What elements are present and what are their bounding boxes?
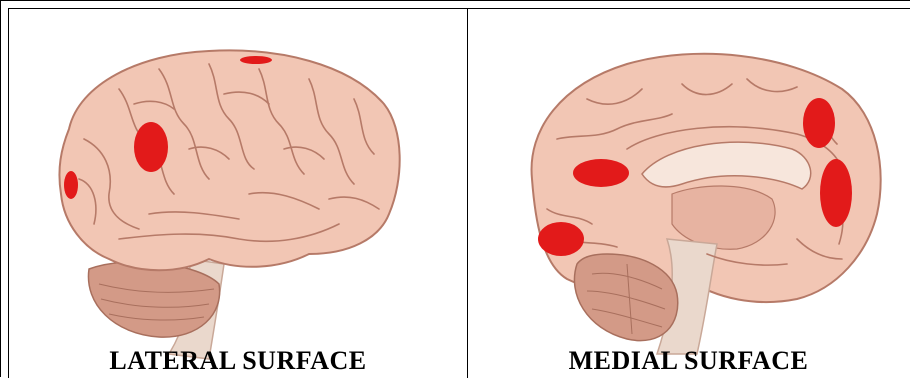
medial-region-occipital <box>820 159 852 227</box>
lateral-surface-caption: LATERAL SURFACE <box>9 346 467 376</box>
lateral-region-superior <box>240 56 272 64</box>
medial-region-posterior-superior <box>803 98 835 148</box>
medial-brain-illustration <box>467 9 910 378</box>
lateral-cerebellum <box>88 262 219 337</box>
lateral-region-frontal-pole <box>64 171 78 199</box>
medial-region-frontal <box>573 159 629 187</box>
medial-surface-caption: MEDIAL SURFACE <box>467 346 910 376</box>
lateral-brain-illustration <box>9 9 467 378</box>
medial-surface-panel: MEDIAL SURFACE <box>467 8 910 378</box>
medial-region-orbitofrontal <box>538 222 584 256</box>
lateral-region-middle <box>134 122 168 172</box>
lateral-surface-panel: LATERAL SURFACE <box>8 8 468 378</box>
